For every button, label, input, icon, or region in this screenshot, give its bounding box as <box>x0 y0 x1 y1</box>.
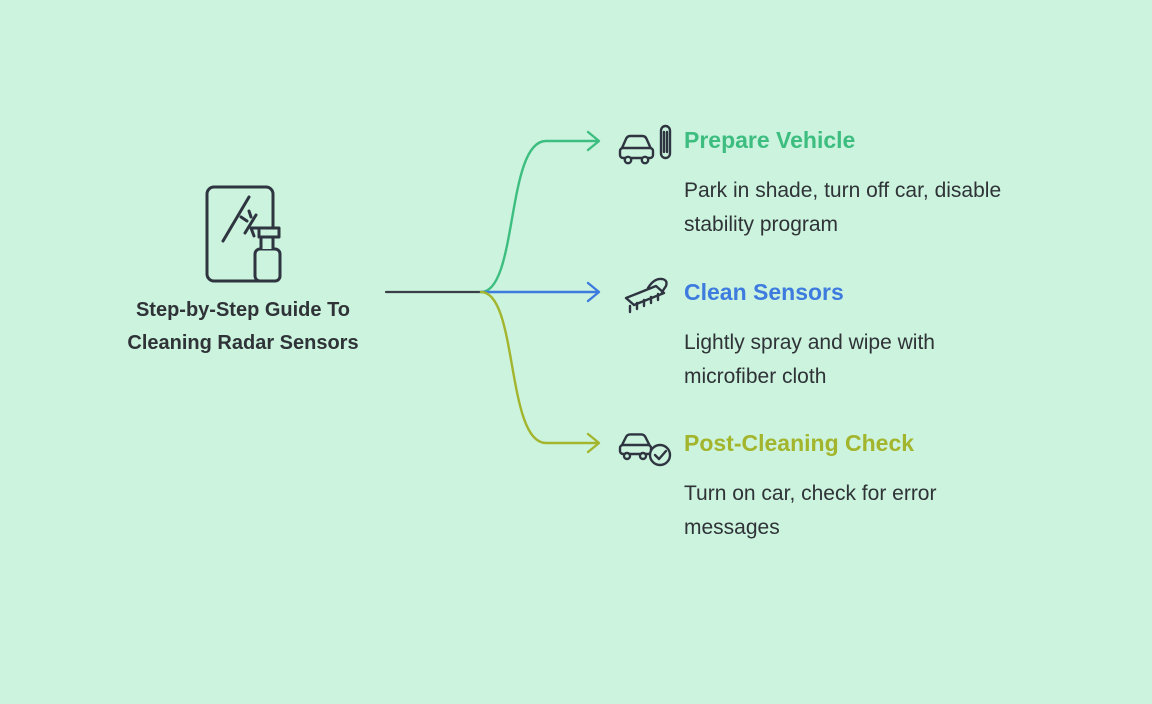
diagram-title: Step-by-Step Guide To Cleaning Radar Sen… <box>127 299 359 354</box>
window-cleaning-spray-icon <box>203 183 295 300</box>
step-description: Lightly spray and wipe with microfiber c… <box>684 331 935 388</box>
step-heading: Prepare Vehicle <box>684 127 856 153</box>
step-description: Turn on car, check for error messages <box>684 482 937 539</box>
branch-green-arrow <box>586 130 601 152</box>
brush-icon <box>618 272 674 323</box>
step-description: Park in shade, turn off car, disable sta… <box>684 179 1002 236</box>
car-check-icon <box>618 421 676 476</box>
branch-blue-arrow <box>586 281 601 303</box>
step-prepare-vehicle: Prepare Vehicle Park in shade, turn off … <box>616 116 1036 256</box>
branch-olive-arrow <box>586 432 601 454</box>
step-heading: Clean Sensors <box>684 279 844 305</box>
branch-olive-line <box>479 290 598 445</box>
step-clean-sensors: Clean Sensors Lightly spray and wipe wit… <box>616 268 1036 408</box>
branch-green-line <box>479 139 598 294</box>
car-wash-icon <box>618 120 674 173</box>
step-heading: Post-Cleaning Check <box>684 430 915 456</box>
step-post-cleaning-check: Post-Cleaning Check Turn on car, check f… <box>616 419 1036 559</box>
